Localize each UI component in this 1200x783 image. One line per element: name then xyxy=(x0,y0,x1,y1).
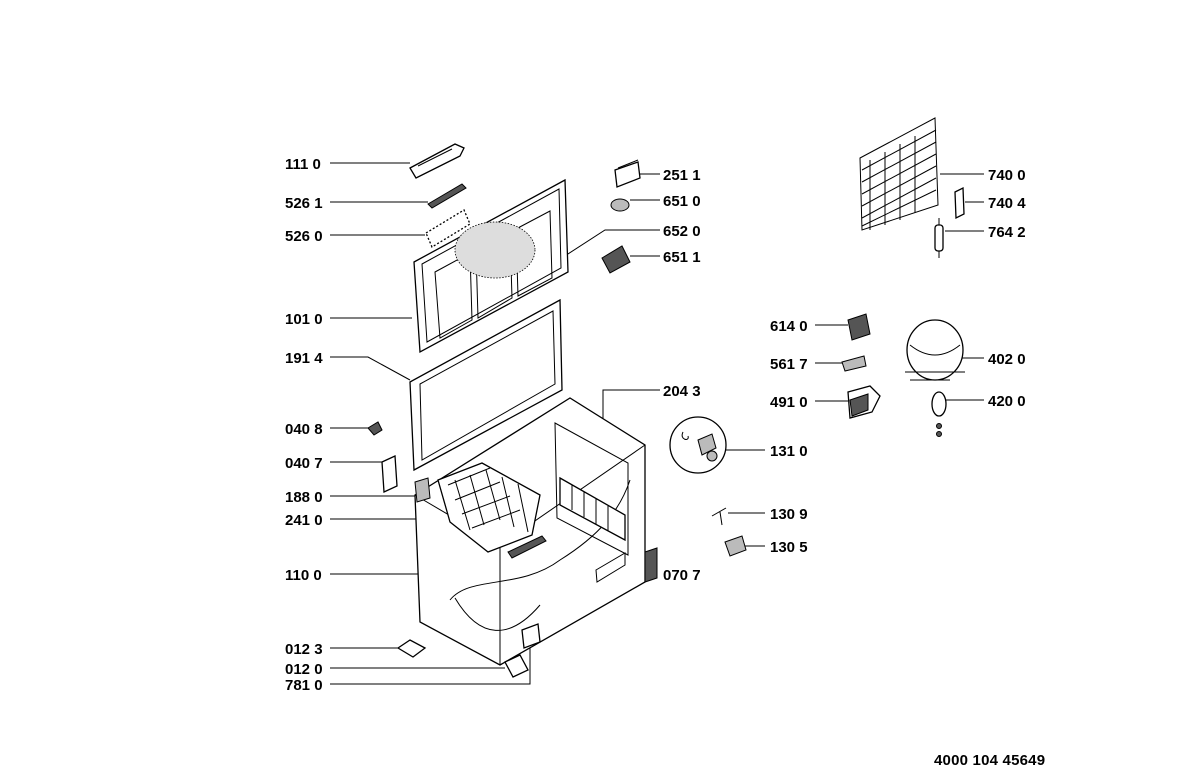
part-label-188-0: 188 0 xyxy=(285,489,323,506)
callout-526-1[interactable]: 526 1 xyxy=(285,195,428,212)
callout-614-0[interactable]: 614 0 xyxy=(770,318,848,335)
lock-strip-part xyxy=(427,183,467,209)
callout-764-2[interactable]: 764 2 xyxy=(945,224,1026,241)
part-label-130-9: 130 9 xyxy=(770,506,808,523)
handle-part xyxy=(409,143,465,179)
part-label-561-7: 561 7 xyxy=(770,356,808,373)
part-label-764-2: 764 2 xyxy=(988,224,1026,241)
callout-402-0[interactable]: 402 0 xyxy=(962,351,1026,368)
part-label-251-1: 251 1 xyxy=(663,167,701,184)
bulb-part xyxy=(610,198,630,212)
part-label-040-8: 040 8 xyxy=(285,421,323,438)
part-label-526-0: 526 0 xyxy=(285,228,323,245)
callout-191-4[interactable]: 191 4 xyxy=(285,350,411,381)
callout-491-0[interactable]: 491 0 xyxy=(770,394,848,411)
callout-781-0[interactable]: 781 0 xyxy=(285,640,531,694)
part-label-012-3: 012 3 xyxy=(285,641,323,658)
callout-012-0[interactable]: 012 0 xyxy=(285,661,505,678)
foot-part xyxy=(504,623,541,678)
grille-part xyxy=(644,547,658,583)
part-label-191-4: 191 4 xyxy=(285,350,323,367)
part-label-420-0: 420 0 xyxy=(988,393,1026,410)
part-label-781-0: 781 0 xyxy=(285,677,323,694)
part-label-740-0: 740 0 xyxy=(988,167,1026,184)
part-label-740-4: 740 4 xyxy=(988,195,1026,212)
callout-101-0[interactable]: 101 0 xyxy=(285,311,412,328)
part-label-111-0: 111 0 xyxy=(285,156,321,173)
callout-111-0[interactable]: 111 0 xyxy=(285,156,410,173)
lid-panel-part xyxy=(425,209,471,248)
callout-740-0[interactable]: 740 0 xyxy=(940,167,1026,184)
condenser-part xyxy=(859,117,939,231)
part-label-402-0: 402 0 xyxy=(988,351,1026,368)
thermostat-detail xyxy=(669,416,727,474)
basket-part xyxy=(437,462,541,553)
clip-part xyxy=(367,421,383,436)
relay-part xyxy=(847,313,871,341)
part-label-070-7: 070 7 xyxy=(663,567,701,584)
bracket-part xyxy=(396,639,427,658)
filter-drier-part xyxy=(934,218,944,258)
lamp-cover-part xyxy=(614,159,641,188)
foot-block-part xyxy=(414,477,431,503)
capacitor-part xyxy=(931,391,947,437)
callout-131-0[interactable]: 131 0 xyxy=(720,443,808,460)
part-label-652-0: 652 0 xyxy=(663,223,701,240)
callout-130-9[interactable]: 130 9 xyxy=(728,506,808,523)
thermostat-sensor-part xyxy=(711,507,727,526)
callout-651-0[interactable]: 651 0 xyxy=(630,193,701,210)
divider-part xyxy=(559,476,626,542)
lamp-holder-part xyxy=(601,245,631,274)
compressor-part xyxy=(905,319,965,381)
part-label-101-0: 101 0 xyxy=(285,311,323,328)
callout-012-3[interactable]: 012 3 xyxy=(285,641,398,658)
callout-070-7[interactable]: 070 7 xyxy=(663,567,701,584)
overload-part xyxy=(841,355,867,372)
part-label-241-0: 241 0 xyxy=(285,512,323,529)
part-label-110-0: 110 0 xyxy=(285,567,322,584)
part-label-614-0: 614 0 xyxy=(770,318,808,335)
callout-040-7[interactable]: 040 7 xyxy=(285,455,382,472)
relay-cover-part xyxy=(847,385,881,419)
callout-188-0[interactable]: 188 0 xyxy=(285,489,415,506)
hinge-part xyxy=(381,455,398,493)
callout-420-0[interactable]: 420 0 xyxy=(944,393,1026,410)
callout-740-4[interactable]: 740 4 xyxy=(965,195,1026,212)
callout-561-7[interactable]: 561 7 xyxy=(770,356,842,373)
knob-part xyxy=(724,535,747,557)
part-label-491-0: 491 0 xyxy=(770,394,808,411)
callout-251-1[interactable]: 251 1 xyxy=(640,167,701,184)
part-label-131-0: 131 0 xyxy=(770,443,808,460)
part-label-651-1: 651 1 xyxy=(663,249,701,266)
part-label-130-5: 130 5 xyxy=(770,539,808,556)
condenser-clip-part xyxy=(954,186,965,220)
part-label-012-0: 012 0 xyxy=(285,661,323,678)
callout-040-8[interactable]: 040 8 xyxy=(285,421,368,438)
callout-130-5[interactable]: 130 5 xyxy=(745,539,808,556)
part-label-040-7: 040 7 xyxy=(285,455,323,472)
document-number: 4000 104 45649 xyxy=(934,752,1046,769)
part-label-526-1: 526 1 xyxy=(285,195,323,212)
gasket-part xyxy=(409,298,563,472)
callout-651-1[interactable]: 651 1 xyxy=(630,249,701,266)
part-label-651-0: 651 0 xyxy=(663,193,701,210)
lid-part xyxy=(413,178,569,354)
bar-part xyxy=(507,535,547,559)
part-label-204-3: 204 3 xyxy=(663,383,701,400)
callout-526-0[interactable]: 526 0 xyxy=(285,228,425,245)
